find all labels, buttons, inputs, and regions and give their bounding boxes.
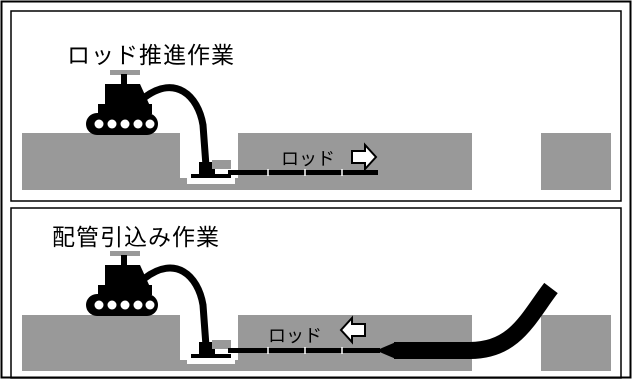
rod-label: ロッド: [281, 149, 335, 170]
boom-arm: [141, 264, 210, 350]
rod: [228, 169, 378, 176]
body: [98, 104, 152, 114]
panel-title-pipe-pulling: 配管引込み作業: [52, 225, 220, 251]
panel-pipe-pulling: ロッド: [10, 207, 622, 379]
body: [98, 285, 152, 295]
reamer-head: [376, 342, 396, 359]
pipe: [394, 282, 558, 359]
excavator: [86, 251, 210, 350]
cab: [105, 265, 150, 287]
ground: [22, 133, 611, 190]
panel-border: [10, 10, 622, 202]
cab: [105, 84, 150, 106]
ground-right: [541, 133, 611, 190]
panel-border: [10, 207, 622, 379]
panel-rod-pushing: ロッド: [10, 10, 622, 202]
exhaust-cap: [110, 70, 140, 75]
arrow-left-icon: [339, 315, 366, 345]
arrow-right-icon: [351, 142, 378, 172]
rod-label: ロッド: [268, 326, 322, 347]
drill-unit: [191, 160, 231, 178]
drill-unit: [191, 340, 231, 358]
ground-right: [541, 315, 611, 371]
pit-floor: [180, 360, 238, 371]
ground-left: [22, 133, 180, 190]
exhaust-cap: [110, 251, 140, 256]
boom-arm: [141, 84, 210, 170]
excavator: [86, 70, 210, 170]
ground-left: [22, 315, 180, 371]
panel-title-rod-pushing: ロッド推進作業: [67, 43, 235, 69]
rod: [228, 347, 380, 354]
